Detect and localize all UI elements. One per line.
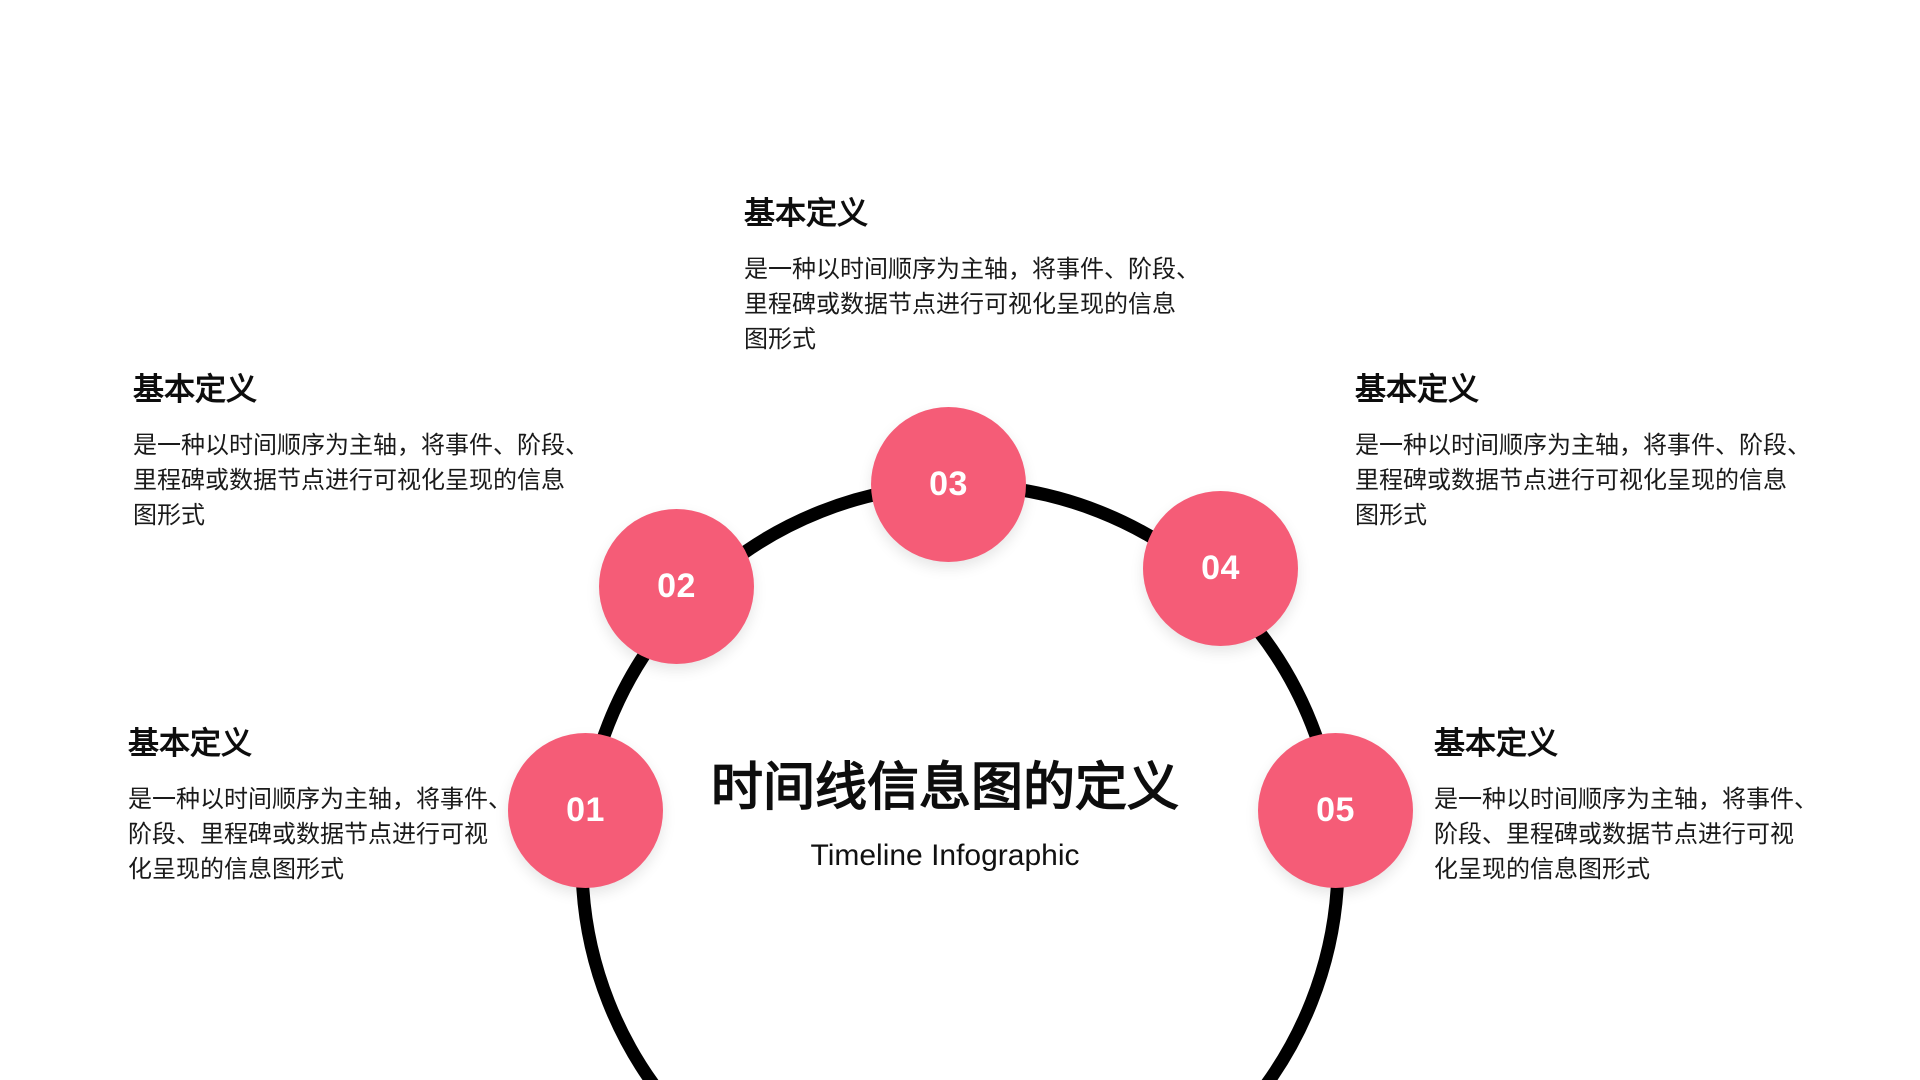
block-description: 是一种以时间顺序为主轴，将事件、阶段、 里程碑或数据节点进行可视化呈现的信息 图… <box>744 252 1200 357</box>
node-number: 01 <box>566 791 605 829</box>
description-line: 是一种以时间顺序为主轴，将事件、阶段、 <box>133 432 589 459</box>
description-line: 里程碑或数据节点进行可视化呈现的信息 <box>133 467 565 494</box>
node-number: 04 <box>1201 549 1240 587</box>
description-line: 图形式 <box>133 502 205 529</box>
description-line: 图形式 <box>1355 502 1427 529</box>
block-description: 是一种以时间顺序为主轴，将事件、 阶段、里程碑或数据节点进行可视 化呈现的信息图… <box>1434 782 1818 887</box>
text-block-02: 基本定义 是一种以时间顺序为主轴，将事件、阶段、 里程碑或数据节点进行可视化呈现… <box>133 372 589 533</box>
text-block-04: 基本定义 是一种以时间顺序为主轴，将事件、阶段、 里程碑或数据节点进行可视化呈现… <box>1355 372 1811 533</box>
block-description: 是一种以时间顺序为主轴，将事件、阶段、 里程碑或数据节点进行可视化呈现的信息 图… <box>133 428 589 533</box>
block-heading: 基本定义 <box>133 372 257 407</box>
text-block-03: 基本定义 是一种以时间顺序为主轴，将事件、阶段、 里程碑或数据节点进行可视化呈现… <box>744 196 1200 357</box>
description-line: 阶段、里程碑或数据节点进行可视 <box>128 821 488 848</box>
node-number: 05 <box>1316 791 1355 829</box>
diagram-subtitle: Timeline Infographic <box>810 839 1080 872</box>
text-block-05: 基本定义 是一种以时间顺序为主轴，将事件、 阶段、里程碑或数据节点进行可视 化呈… <box>1434 726 1818 887</box>
description-line: 化呈现的信息图形式 <box>128 856 344 883</box>
description-line: 里程碑或数据节点进行可视化呈现的信息 <box>1355 467 1787 494</box>
block-description: 是一种以时间顺序为主轴，将事件、 阶段、里程碑或数据节点进行可视 化呈现的信息图… <box>128 782 512 887</box>
description-line: 是一种以时间顺序为主轴，将事件、阶段、 <box>744 256 1200 283</box>
description-line: 化呈现的信息图形式 <box>1434 856 1650 883</box>
description-line: 图形式 <box>744 326 816 353</box>
timeline-node-02: 02 <box>599 509 754 664</box>
description-line: 阶段、里程碑或数据节点进行可视 <box>1434 821 1794 848</box>
block-heading: 基本定义 <box>744 196 868 231</box>
timeline-node-04: 04 <box>1143 491 1298 646</box>
text-block-01: 基本定义 是一种以时间顺序为主轴，将事件、 阶段、里程碑或数据节点进行可视 化呈… <box>128 726 512 887</box>
block-heading: 基本定义 <box>128 726 252 761</box>
block-heading: 基本定义 <box>1355 372 1479 407</box>
diagram-title: 时间线信息图的定义 <box>710 759 1179 817</box>
timeline-node-05: 05 <box>1258 733 1413 888</box>
description-line: 是一种以时间顺序为主轴，将事件、 <box>128 786 512 813</box>
description-line: 是一种以时间顺序为主轴，将事件、 <box>1434 786 1818 813</box>
timeline-node-03: 03 <box>871 407 1026 562</box>
node-number: 03 <box>929 465 968 503</box>
timeline-node-01: 01 <box>508 733 663 888</box>
block-heading: 基本定义 <box>1434 726 1558 761</box>
description-line: 里程碑或数据节点进行可视化呈现的信息 <box>744 291 1176 318</box>
description-line: 是一种以时间顺序为主轴，将事件、阶段、 <box>1355 432 1811 459</box>
node-number: 02 <box>657 567 696 605</box>
block-description: 是一种以时间顺序为主轴，将事件、阶段、 里程碑或数据节点进行可视化呈现的信息 图… <box>1355 428 1811 533</box>
